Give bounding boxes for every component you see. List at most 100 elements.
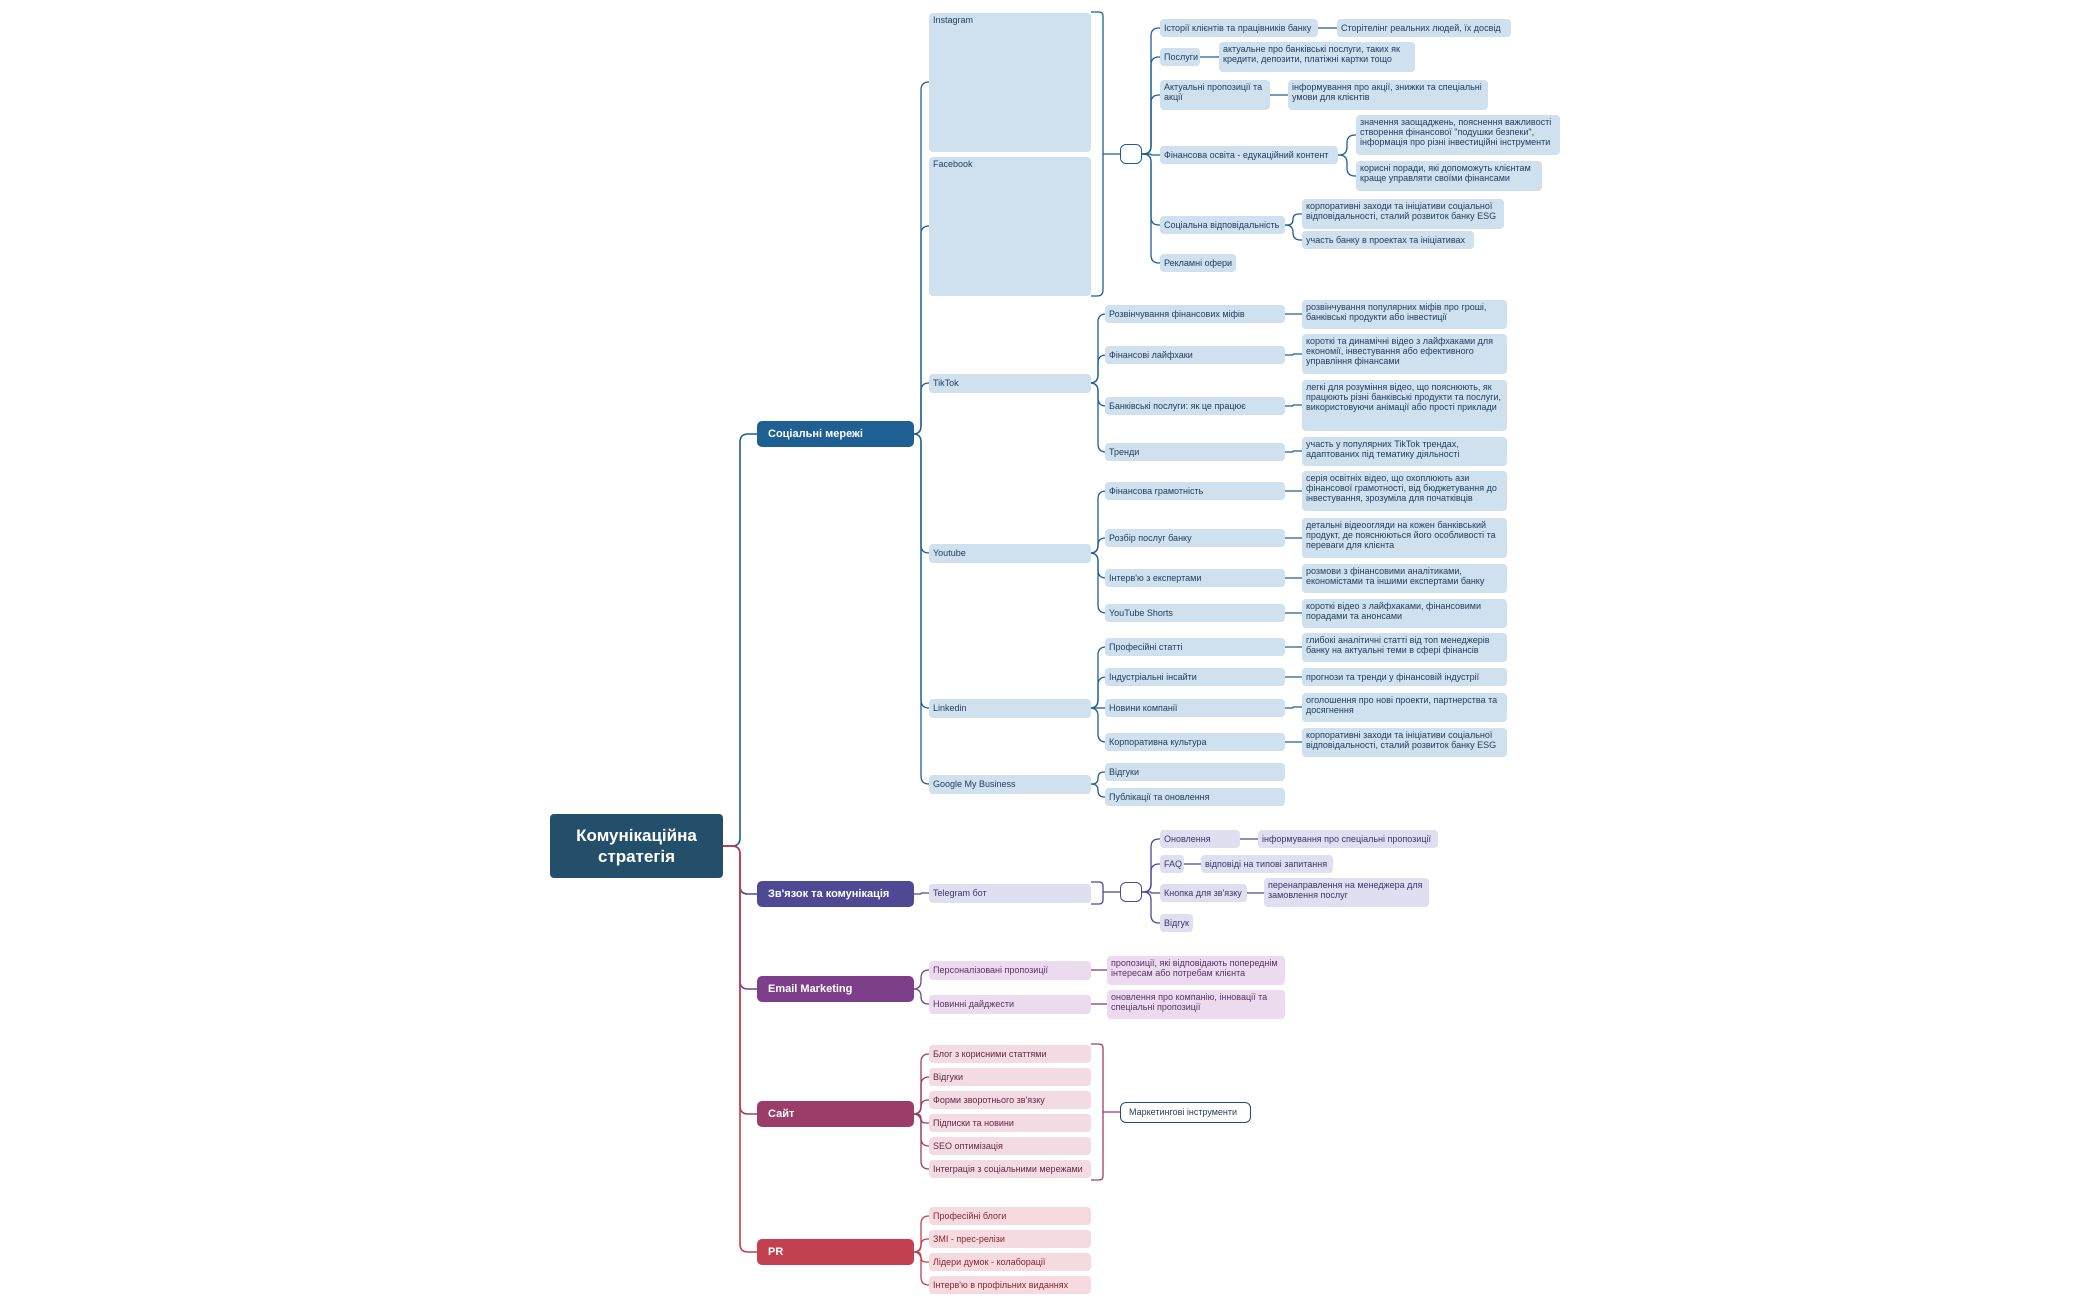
gmb-reviews[interactable]: Відгуки xyxy=(1105,763,1285,781)
youtube-literacy-detail[interactable]: серія освітніх відео, що охоплюють ази ф… xyxy=(1302,471,1507,511)
email-personalized[interactable]: Персоналізовані пропозиції xyxy=(929,961,1091,980)
detail-savings[interactable]: значення заощаджень, пояснення важливост… xyxy=(1356,115,1560,155)
linkedin-news[interactable]: Новини компанії xyxy=(1105,699,1285,717)
topic-offers[interactable]: Актуальні пропозиції та акції xyxy=(1160,80,1270,110)
platform-youtube[interactable]: Youtube xyxy=(929,544,1091,563)
linkedin-culture-detail[interactable]: корпоративні заходи та ініціативи соціал… xyxy=(1302,728,1507,757)
pr-item-press-releases[interactable]: ЗМІ - прес-релізи xyxy=(929,1230,1091,1248)
platform-tiktok[interactable]: TikTok xyxy=(929,374,1091,393)
connector-line xyxy=(912,1251,930,1286)
telegram-hub[interactable] xyxy=(1120,882,1142,902)
tiktok-lifehacks-detail[interactable]: короткі та динамічні відео з лайфхаками … xyxy=(1302,334,1507,374)
site-item-feedback-forms[interactable]: Форми зворотнього зв'язку xyxy=(929,1091,1091,1109)
connector-line xyxy=(913,1099,929,1115)
telegram-bot[interactable]: Telegram бот xyxy=(929,884,1091,903)
tiktok-how-it-works[interactable]: Банківські послуги: як це працює xyxy=(1105,397,1285,415)
tg-faq-detail[interactable]: відповіді на типові запитання xyxy=(1201,855,1333,873)
connector-line xyxy=(913,988,929,1005)
topic-services[interactable]: Послуги xyxy=(1160,48,1200,66)
connector-line xyxy=(1285,353,1302,356)
site-item-reviews[interactable]: Відгуки xyxy=(929,1068,1091,1086)
branch-pr[interactable]: PR xyxy=(757,1239,914,1265)
site-item-blog[interactable]: Блог з корисними статтями xyxy=(929,1045,1091,1063)
tiktok-trends[interactable]: Тренди xyxy=(1105,443,1285,461)
connector-line xyxy=(1285,450,1302,453)
email-personalized-detail[interactable]: пропозиції, які відповідають попереднім … xyxy=(1107,956,1285,985)
site-summary-marketing-tools[interactable]: Маркетингові інструменти xyxy=(1120,1102,1251,1123)
connector-line xyxy=(914,1238,929,1253)
pr-item-interviews[interactable]: Інтерв'ю в профільних виданнях xyxy=(929,1276,1091,1294)
email-digests-detail[interactable]: оновлення про компанію, інновації та спе… xyxy=(1107,990,1285,1019)
site-item-subscriptions[interactable]: Підписки та новини xyxy=(929,1114,1091,1132)
youtube-interviews[interactable]: Інтерв'ю з експертами xyxy=(1105,569,1285,587)
detail-tips[interactable]: корисні поради, які допоможуть клієнтам … xyxy=(1356,161,1542,191)
connector-line xyxy=(912,433,930,785)
email-digests[interactable]: Новинні дайджести xyxy=(929,995,1091,1014)
youtube-interviews-detail[interactable]: розмови з фінансовими аналітиками, еконо… xyxy=(1302,564,1507,593)
detail-projects[interactable]: участь банку в проектах та ініціативах xyxy=(1302,231,1474,249)
connector-line xyxy=(1142,153,1160,264)
topic-customer-stories[interactable]: Історії клієнтів та працівників банку xyxy=(1160,19,1318,37)
branch-communication[interactable]: Зв'язок та комунікація xyxy=(757,881,914,907)
root-node[interactable]: Комунікаційна стратегія xyxy=(550,814,723,878)
topic-ad-offers[interactable]: Рекламні офери xyxy=(1160,254,1236,272)
youtube-shorts-detail[interactable]: короткі відео з лайфхаками, фінансовими … xyxy=(1302,599,1507,628)
connector-line xyxy=(1091,881,1104,905)
gmb-updates[interactable]: Публікації та оновлення xyxy=(1105,788,1285,806)
detail-services[interactable]: актуальне про банківські послуги, таких … xyxy=(1219,42,1415,72)
platform-linkedin[interactable]: Linkedin xyxy=(929,699,1091,718)
connector-line xyxy=(1338,134,1356,156)
platform-google-my-business[interactable]: Google My Business xyxy=(929,775,1091,794)
platform-facebook[interactable]: Facebook xyxy=(929,157,1091,296)
pr-item-blogs[interactable]: Професійні блоги xyxy=(929,1207,1091,1225)
tg-faq[interactable]: FAQ xyxy=(1160,855,1184,873)
connector-line xyxy=(723,433,757,847)
connector-line xyxy=(1089,382,1107,453)
topic-social-responsibility[interactable]: Соціальна відповідальність xyxy=(1160,216,1285,234)
tg-contact-button-detail[interactable]: перенаправлення на менеджера для замовле… xyxy=(1264,878,1429,907)
connector-line xyxy=(1089,707,1107,743)
topic-financial-education[interactable]: Фінансова освіта - едукаційний контент xyxy=(1160,146,1338,164)
site-item-seo[interactable]: SEO оптимізація xyxy=(929,1137,1091,1155)
youtube-services[interactable]: Розбір послуг банку xyxy=(1105,529,1285,547)
linkedin-insights-detail[interactable]: прогнози та тренди у фінансовій індустрі… xyxy=(1302,668,1507,686)
linkedin-news-detail[interactable]: оголошення про нові проекти, партнерства… xyxy=(1302,693,1507,722)
youtube-literacy[interactable]: Фінансова грамотність xyxy=(1105,482,1285,500)
linkedin-culture[interactable]: Корпоративна культура xyxy=(1105,733,1285,751)
tg-contact-button[interactable]: Кнопка для зв'язку xyxy=(1160,884,1247,902)
branch-email-marketing[interactable]: Email Marketing xyxy=(757,976,914,1002)
connector-line xyxy=(1089,354,1107,384)
linkedin-articles-detail[interactable]: глибокі аналітичні статті від топ менедж… xyxy=(1302,633,1507,662)
linkedin-articles[interactable]: Професійні статті xyxy=(1105,638,1285,656)
site-item-social-integration[interactable]: Інтеграція з соціальними мережами xyxy=(929,1160,1091,1178)
tg-bank-updates[interactable]: Оновлення банку xyxy=(1160,830,1240,848)
connector-line xyxy=(1091,783,1105,798)
connector-line xyxy=(1338,154,1356,177)
tg-bank-updates-detail[interactable]: інформування про спеціальні пропозиції xyxy=(1258,830,1438,848)
topics-hub[interactable] xyxy=(1120,144,1142,164)
connector-line xyxy=(1142,94,1160,155)
branch-site[interactable]: Сайт xyxy=(757,1101,914,1127)
tiktok-myths-detail[interactable]: розвінчування популярних міфів про гроші… xyxy=(1302,300,1507,329)
tiktok-lifehacks[interactable]: Фінансові лайфхаки xyxy=(1105,346,1285,364)
tiktok-trends-detail[interactable]: участь у популярних TikTok трендах, адап… xyxy=(1302,437,1507,466)
detail-esg[interactable]: корпоративні заходи та ініціативи соціал… xyxy=(1302,199,1504,229)
tg-feedback[interactable]: Відгук xyxy=(1160,914,1193,932)
connector-line xyxy=(1285,706,1302,709)
connector-line xyxy=(1090,537,1106,554)
connector-line xyxy=(1142,891,1160,894)
connector-line xyxy=(1142,891,1160,924)
connector-line xyxy=(1091,1043,1104,1181)
youtube-services-detail[interactable]: детальні відеоогляди на кожен банківськи… xyxy=(1302,518,1507,558)
tiktok-myths[interactable]: Розвінчування фінансових міфів xyxy=(1105,305,1285,323)
linkedin-insights[interactable]: Індустріальні інсайти xyxy=(1105,668,1285,686)
platform-instagram[interactable]: Instagram xyxy=(929,13,1091,152)
branch-social-networks[interactable]: Соціальні мережі xyxy=(757,421,914,447)
tiktok-how-it-works-detail[interactable]: легкі для розуміння відео, що пояснюють,… xyxy=(1302,380,1507,431)
connector-line xyxy=(1285,213,1302,226)
detail-storytelling[interactable]: Сторітелінг реальних людей, їх досвід xyxy=(1337,19,1511,37)
pr-item-influencers[interactable]: Лідери думок - колаборації xyxy=(929,1253,1091,1271)
youtube-shorts[interactable]: YouTube Shorts xyxy=(1105,604,1285,622)
detail-offers[interactable]: інформування про акції, знижки та спеціа… xyxy=(1288,80,1488,110)
